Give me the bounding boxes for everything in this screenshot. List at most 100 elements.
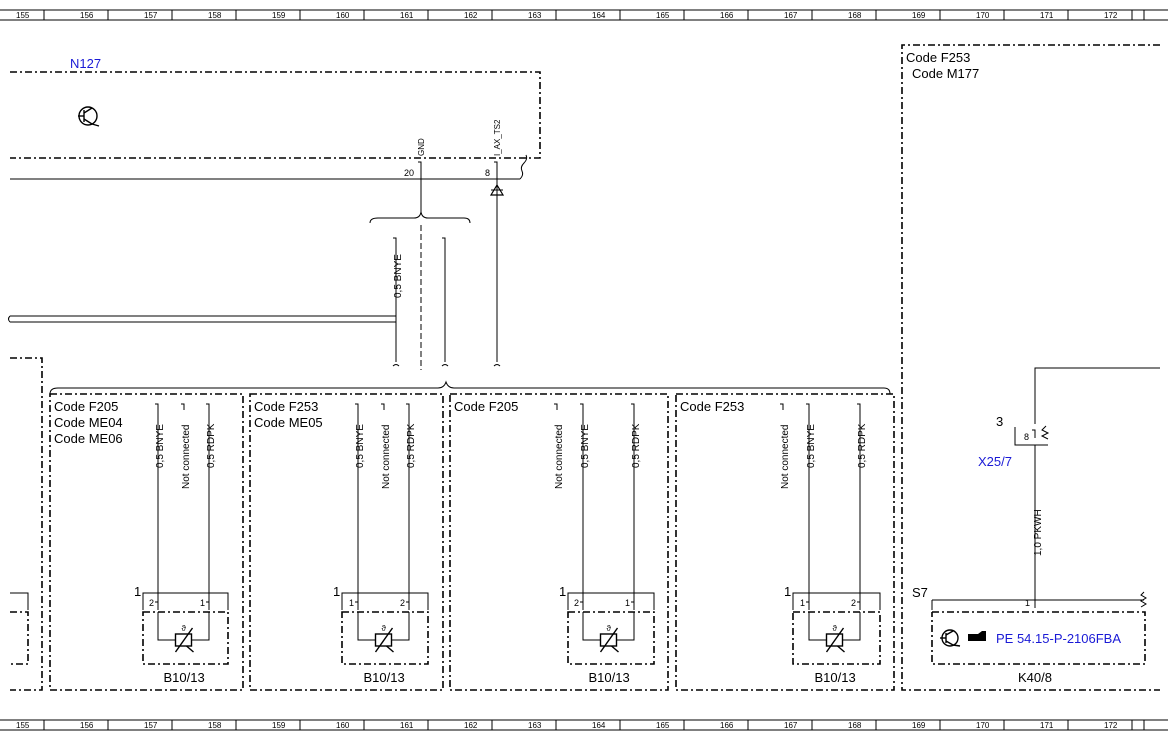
pointing-hand-icon[interactable] (968, 631, 986, 641)
ruler-number: 169 (912, 11, 926, 20)
wire-label: 0,5 RDPK (406, 423, 417, 468)
pin-gnd-label: GND (417, 138, 426, 156)
k40-pin: 1 (1025, 598, 1030, 608)
wire-label: 0,5 RDPK (206, 423, 217, 468)
ruler-number: 165 (656, 721, 670, 730)
variant-code: Code ME06 (54, 431, 123, 446)
n127-module: N127 GND 20 I_AX_TS2 8 (10, 56, 541, 362)
n127-label: N127 (70, 56, 101, 71)
connector-pin-3: 3 (996, 414, 1003, 429)
component-label: B10/13 (815, 670, 856, 685)
variant-code: Code ME05 (254, 415, 323, 430)
ruler-number: 170 (976, 721, 990, 730)
wire-label: Not connected (381, 425, 392, 490)
component-label: B10/13 (164, 670, 205, 685)
ruler-number: 159 (272, 11, 286, 20)
ruler-number: 167 (784, 721, 798, 730)
reference-link[interactable]: PE 54.15-P-2106FBA (996, 631, 1121, 646)
ruler-number: 155 (16, 721, 30, 730)
component-pin: 2 (149, 598, 154, 608)
component-pin-main: 1 (559, 584, 566, 599)
ruler-number: 162 (464, 721, 478, 730)
ruler-number: 160 (336, 721, 350, 730)
ruler-number: 156 (80, 11, 94, 20)
ruler-number: 166 (720, 721, 734, 730)
component-pin-main: 1 (784, 584, 791, 599)
k40-label: K40/8 (1018, 670, 1052, 685)
wire-label: 0,5 RDPK (857, 423, 868, 468)
wire-label: 0,5 BNYE (155, 424, 166, 468)
ruler-number: 160 (336, 11, 350, 20)
ruler-number: 166 (720, 11, 734, 20)
ruler-number: 170 (976, 11, 990, 20)
wire-label: Not connected (780, 425, 791, 490)
ruler-number: 172 (1104, 11, 1118, 20)
ruler-number: 158 (208, 11, 222, 20)
component-pin: 1 (800, 598, 805, 608)
ruler-number: 164 (592, 721, 606, 730)
wire-label: 0,5 RDPK (631, 423, 642, 468)
thermistor-icon (174, 633, 193, 647)
s7-label: S7 (912, 585, 928, 600)
ruler-number: 167 (784, 11, 798, 20)
connector-x25-label: X25/7 (978, 454, 1012, 469)
component-label: B10/13 (589, 670, 630, 685)
variant-code: Code F205 (54, 399, 118, 414)
component-label: B10/13 (364, 670, 405, 685)
right-code-2: Code M177 (912, 66, 979, 81)
variant-code: Code F205 (454, 399, 518, 414)
control-unit-icon (940, 629, 961, 647)
variant-code: Code ME04 (54, 415, 123, 430)
pin-ax-label: I_AX_TS2 (493, 119, 502, 156)
control-unit-icon (78, 106, 100, 127)
wire-label: 0,5 BNYE (580, 424, 591, 468)
ruler-number: 164 (592, 11, 606, 20)
wire-label: 0,5 BNYE (806, 424, 817, 468)
component-pin: 2 (400, 598, 405, 608)
right-code-1: Code F253 (906, 50, 970, 65)
ruler-number: 168 (848, 11, 862, 20)
connector-inner-pin: 8 (1024, 432, 1029, 442)
ruler-number: 158 (208, 721, 222, 730)
left-partial-box (10, 357, 43, 691)
ruler-number: 157 (144, 721, 158, 730)
ruler-number: 165 (656, 11, 670, 20)
theta-symbol: ϑ (607, 624, 612, 633)
ruler-number: 171 (1040, 11, 1054, 20)
wire-label: Not connected (181, 425, 192, 490)
ruler-number: 161 (400, 11, 414, 20)
component-pin: 2 (851, 598, 856, 608)
variant-code: Code F253 (254, 399, 318, 414)
thermistor-icon (825, 633, 844, 647)
pin-gnd-number: 20 (404, 168, 414, 178)
ruler-number: 169 (912, 721, 926, 730)
wire-pkwh-label: 1,0 PKWH (1033, 509, 1044, 556)
ruler-number: 171 (1040, 721, 1054, 730)
component-pin-main: 1 (134, 584, 141, 599)
component-pin: 1 (200, 598, 205, 608)
ruler-number: 172 (1104, 721, 1118, 730)
variant-code: Code F253 (680, 399, 744, 414)
lower-brace (49, 380, 891, 395)
component-pin-main: 1 (333, 584, 340, 599)
component-pin: 2 (574, 598, 579, 608)
ruler-number: 163 (528, 11, 542, 20)
wire-label: Not connected (554, 425, 565, 490)
pin-ax-number: 8 (485, 168, 490, 178)
wire-top-label: 0,5 BNYE (393, 254, 404, 298)
ruler-number: 162 (464, 11, 478, 20)
component-pin: 1 (349, 598, 354, 608)
right-group: Code F253 Code M177 3 8 X25/7 1,0 PKWH S… (901, 44, 1160, 691)
ruler-number: 168 (848, 721, 862, 730)
theta-symbol: ϑ (833, 624, 838, 633)
theta-symbol: ϑ (382, 624, 387, 633)
component-pin: 1 (625, 598, 630, 608)
theta-symbol: ϑ (182, 624, 187, 633)
ruler-number: 155 (16, 11, 30, 20)
